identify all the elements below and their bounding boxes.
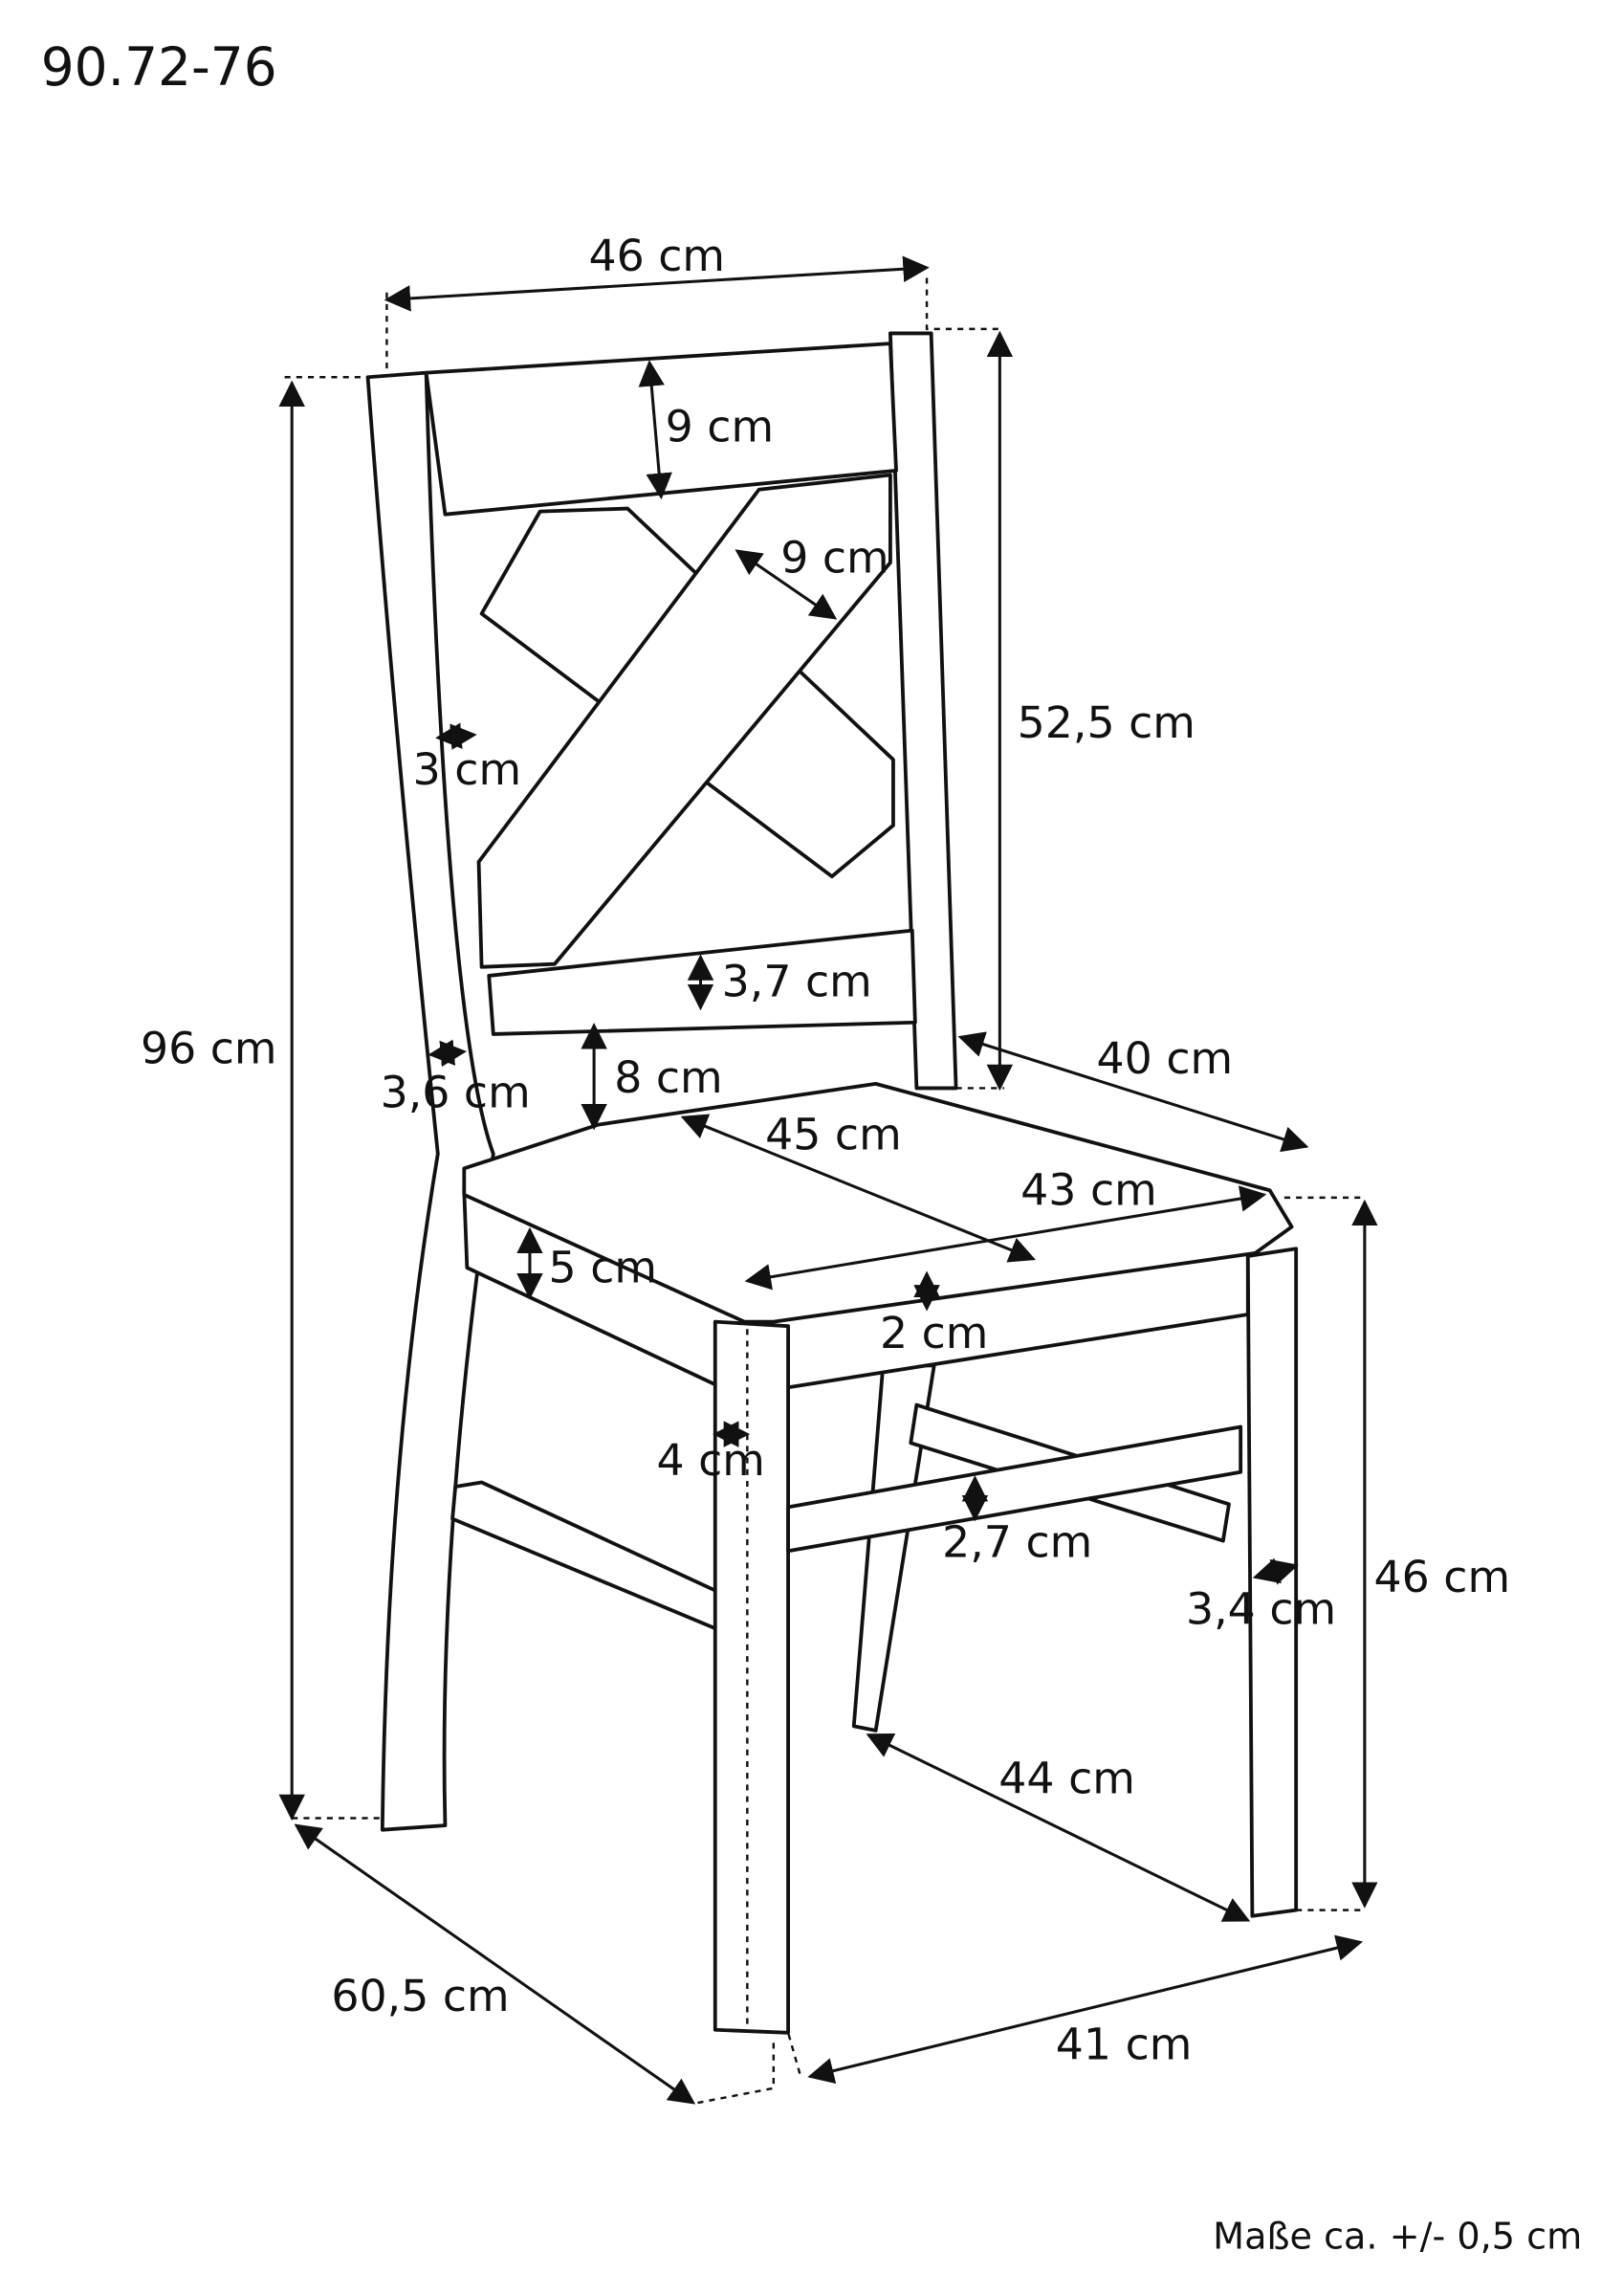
label-cross-width: 9 cm bbox=[780, 533, 888, 584]
product-code: 90.72-76 bbox=[41, 36, 277, 98]
label-gap-height: 8 cm bbox=[614, 1052, 722, 1103]
label-post-width: 3,6 cm bbox=[381, 1067, 531, 1117]
label-backrest-height: 52,5 cm bbox=[1018, 697, 1195, 748]
left-side-stretcher bbox=[450, 1480, 720, 1630]
label-front-leg-width: 4 cm bbox=[656, 1435, 764, 1486]
dimension-labels: 46 cm 9 cm 9 cm 52,5 cm 3 cm 3,7 cm 96 c… bbox=[141, 231, 1510, 2069]
label-post-width-top: 3 cm bbox=[413, 744, 521, 795]
front-left-leg bbox=[713, 1319, 790, 2035]
dimension-lines bbox=[278, 255, 1378, 2105]
label-side-leg-span: 44 cm bbox=[998, 1754, 1135, 1804]
label-stretcher-height: 2,7 cm bbox=[942, 1516, 1092, 1567]
front-right-leg bbox=[1245, 1247, 1299, 1918]
label-front-width: 41 cm bbox=[1056, 2019, 1193, 2069]
label-seat-height: 46 cm bbox=[1374, 1552, 1511, 1602]
label-lower-rail-height: 3,7 cm bbox=[722, 956, 872, 1006]
tolerance-note: Maße ca. +/- 0,5 cm bbox=[1213, 2216, 1582, 2258]
label-top-width: 46 cm bbox=[588, 231, 725, 281]
label-seat-width: 43 cm bbox=[1020, 1165, 1157, 1216]
label-seat-thickness: 2 cm bbox=[880, 1308, 988, 1358]
label-total-height: 96 cm bbox=[141, 1023, 277, 1073]
label-total-depth: 60,5 cm bbox=[331, 1971, 509, 2021]
front-stretcher bbox=[786, 1424, 1243, 1554]
label-seat-depth-side: 40 cm bbox=[1097, 1033, 1234, 1084]
label-rear-leg-width: 3,4 cm bbox=[1186, 1584, 1336, 1635]
label-seat-diagonal: 45 cm bbox=[765, 1110, 902, 1160]
label-apron-height: 5 cm bbox=[549, 1242, 657, 1292]
label-top-rail-height: 9 cm bbox=[666, 401, 774, 452]
